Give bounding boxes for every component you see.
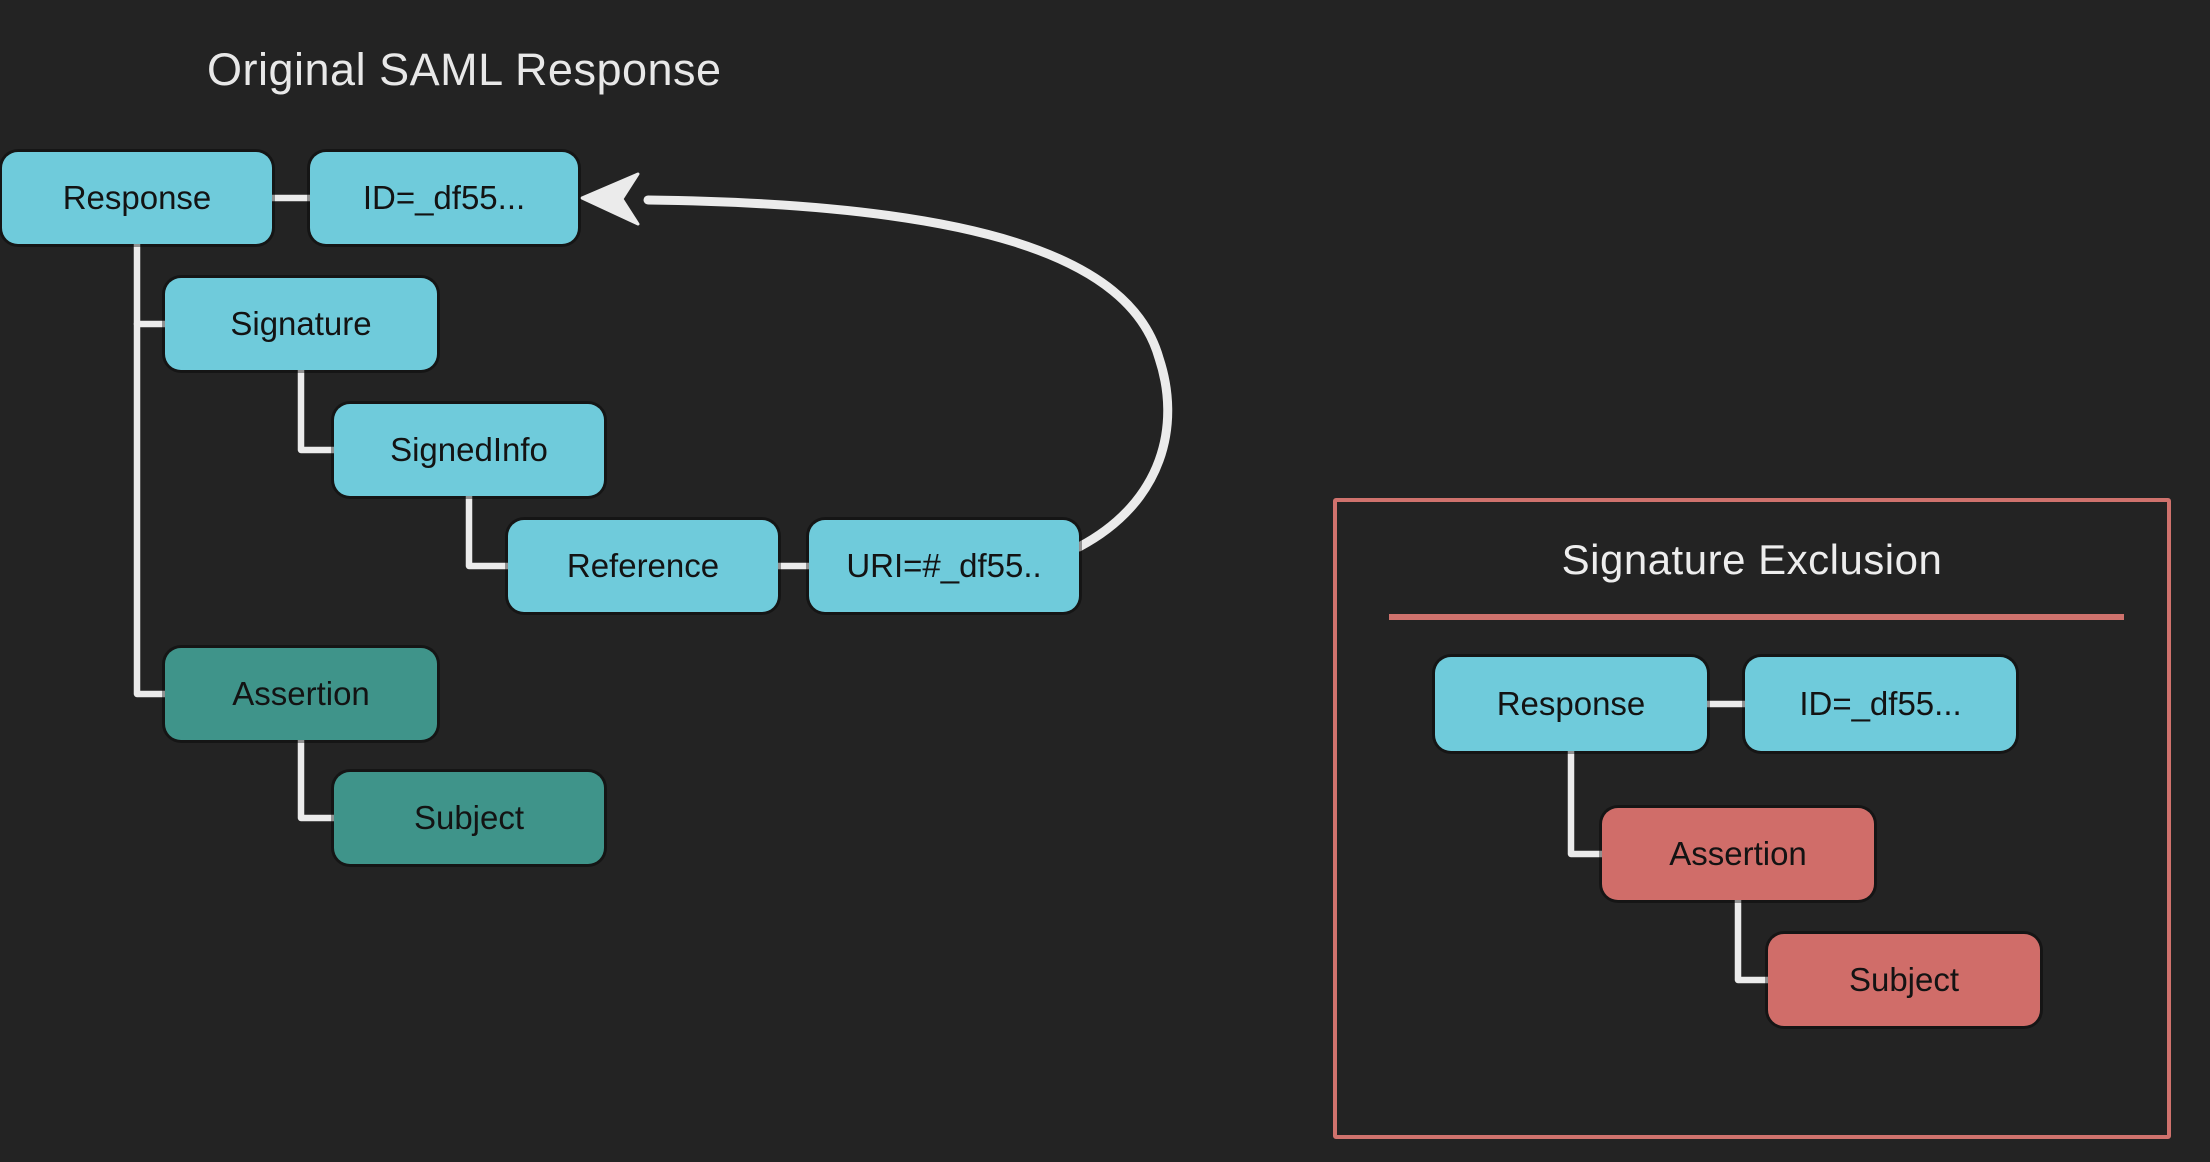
connector-signature-signedinfo <box>297 366 338 454</box>
connector-assertion-subject <box>297 736 338 822</box>
connector-response-assertion-right <box>1567 747 1606 858</box>
connector-assertion-subject-right <box>1734 896 1772 984</box>
panel-title-underline <box>1389 614 2124 620</box>
uri-to-id-reference-arrow <box>643 195 1173 552</box>
connector-response-assertion <box>133 240 169 698</box>
left-node-assertion: Assertion <box>165 648 437 740</box>
panel-title: Signature Exclusion <box>1561 536 1943 583</box>
left-node-subject: Subject <box>334 772 604 864</box>
left-node-response: Response <box>2 152 272 244</box>
uri-to-id-arrowhead-icon <box>580 172 640 226</box>
left-node-signedinfo: SignedInfo <box>334 404 604 496</box>
left-diagram-title: Original SAML Response <box>207 44 722 95</box>
right-node-assertion: Assertion <box>1602 808 1874 900</box>
left-node-signature: Signature <box>165 278 437 370</box>
left-node-uri-attribute: URI=#_df55.. <box>809 520 1079 612</box>
left-node-reference: Reference <box>508 520 778 612</box>
right-node-subject: Subject <box>1768 934 2040 1026</box>
right-node-id-attribute: ID=_df55... <box>1745 657 2016 751</box>
signature-exclusion-panel: Signature Exclusion <box>1333 498 2171 1139</box>
right-node-response: Response <box>1435 657 1707 751</box>
connector-signedinfo-reference <box>465 492 512 570</box>
left-node-id-attribute: ID=_df55... <box>310 152 578 244</box>
